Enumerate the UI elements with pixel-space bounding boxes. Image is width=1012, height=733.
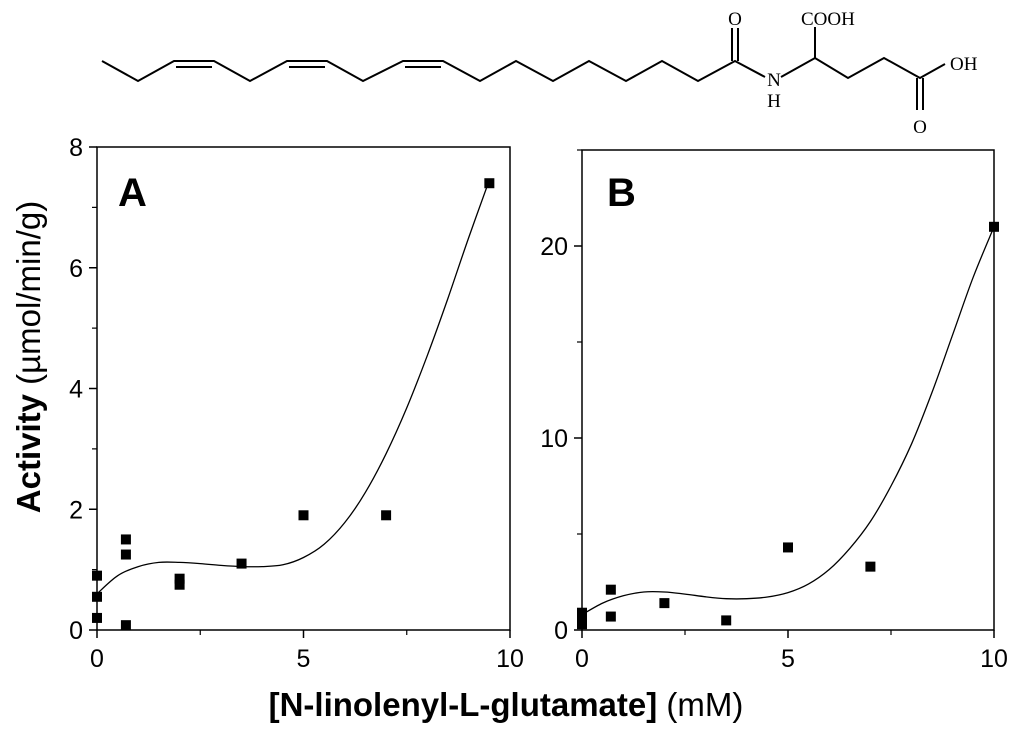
panel-b-label: B xyxy=(607,171,636,215)
panel-a-fit-curve xyxy=(96,179,490,595)
panel-a-data-point xyxy=(92,612,102,623)
y-axis-title-unit: (µmol/min/g) xyxy=(10,201,47,394)
molecule-label-cooh: COOH xyxy=(801,9,855,30)
panel-b-y-tick-label: 10 xyxy=(540,425,568,453)
molecule-structure xyxy=(101,27,946,110)
panel-b-data-point xyxy=(783,542,793,553)
panel-b-data-point xyxy=(605,611,616,622)
molecule-label-oh: OH xyxy=(950,54,978,75)
panel-b-data-point xyxy=(659,598,670,609)
panel-a-data-point xyxy=(174,573,185,584)
panel-a-data-point xyxy=(381,510,392,521)
panel-b-data-point xyxy=(865,561,876,572)
panel-b-data-point xyxy=(577,613,587,624)
molecule-label-o-acid: O xyxy=(913,117,927,138)
panel-a-data-point xyxy=(484,178,495,189)
panel-a-y-tick-label: 4 xyxy=(69,376,83,404)
panel-b-x-tick-label: 0 xyxy=(575,645,589,673)
panel-b-x-tick-label: 5 xyxy=(781,645,795,673)
x-axis-title: [N-linolenyl-L-glutamate] (mM) xyxy=(269,686,744,723)
panel-a-x-tick-label: 10 xyxy=(496,645,524,673)
panel-a-label: A xyxy=(118,171,147,215)
panel-b-data-point xyxy=(577,607,587,618)
molecule-label-h: H xyxy=(767,91,781,112)
panel-b-data-point xyxy=(989,221,999,232)
panel-a: 0 5 10 0 2 4 6 8A xyxy=(69,134,524,673)
panel-a-data-point xyxy=(174,579,185,590)
panel-a-data-point xyxy=(236,558,247,569)
panel-b-y-tick-label: 20 xyxy=(540,233,568,261)
y-axis-title: Activity (µmol/min/g) xyxy=(10,201,47,513)
panel-a-data-point xyxy=(298,510,309,521)
panel-a-data-point xyxy=(120,549,131,560)
panel-b-y-tick-label: 0 xyxy=(554,617,568,645)
panel-a-x-tick-label: 5 xyxy=(297,645,311,673)
panel-a-x-tick-label: 0 xyxy=(90,645,104,673)
panel-a-y-tick-label: 2 xyxy=(69,496,83,524)
panel-b-frame xyxy=(581,149,995,631)
molecule-label-o-amide: O xyxy=(728,9,742,30)
panel-b-data-point xyxy=(577,619,587,630)
panel-a-data-point xyxy=(92,570,102,581)
panel-a-y-tick-label: 0 xyxy=(69,617,83,645)
panel-a-y-tick-label: 6 xyxy=(69,255,83,283)
panel-b-fit-curve xyxy=(581,226,995,616)
panel-b-data-point xyxy=(721,615,732,626)
x-axis-title-bold: [N-linolenyl-L-glutamate] xyxy=(269,686,658,723)
molecule-backbone xyxy=(780,56,946,80)
panel-a-data-point xyxy=(92,591,102,602)
panel-a-y-tick-label: 8 xyxy=(69,134,83,162)
panel-a-data-point xyxy=(120,620,131,631)
molecule-chain xyxy=(101,59,766,83)
x-axis-title-unit: (mM) xyxy=(657,686,743,723)
panel-b-data-point xyxy=(605,584,616,595)
panel-a-data-point xyxy=(120,534,131,545)
molecule-label-n: N xyxy=(767,70,781,91)
y-axis-title-bold: Activity xyxy=(10,393,47,513)
panel-b: 0 5 10 0 10 20 B xyxy=(540,149,1008,673)
panel-b-x-tick-label: 10 xyxy=(980,645,1008,673)
